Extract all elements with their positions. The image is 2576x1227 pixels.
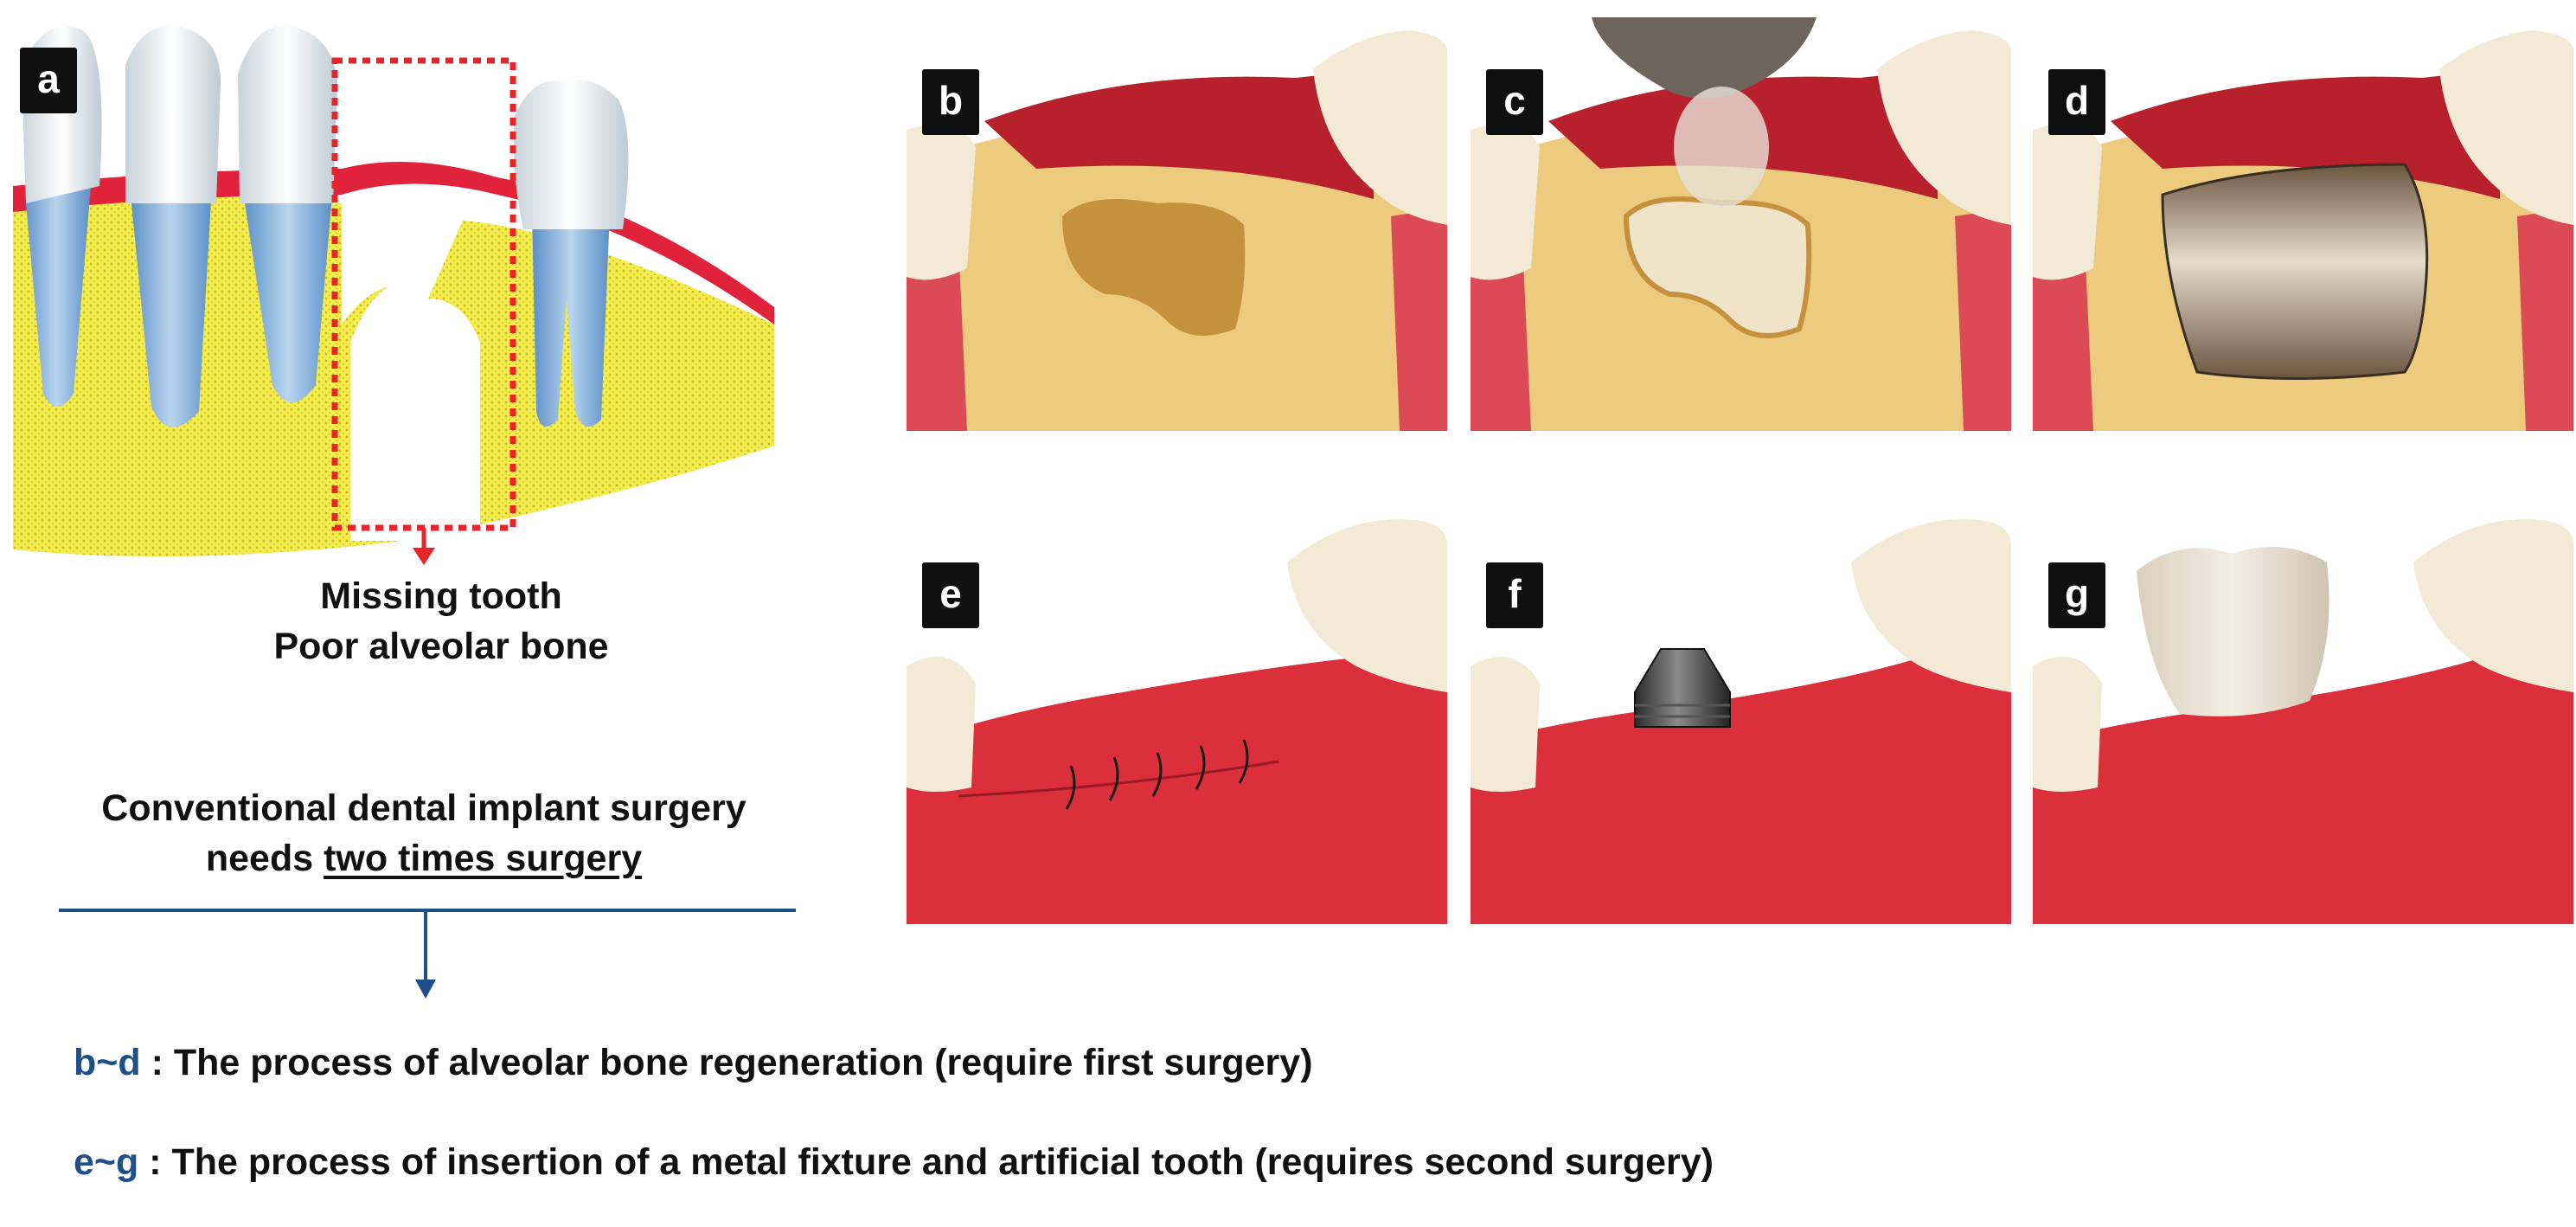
legend-text-b-d: : The process of alveolar bone regenerat…: [140, 1042, 1313, 1083]
bone-defect-exposed: [907, 17, 1447, 431]
panel-a-caption: Missing tooth Poor alveolar bone: [173, 571, 709, 671]
bone-graft-application: [1471, 17, 2011, 431]
red-arrow-head: [413, 548, 435, 565]
panel-label-f: f: [1486, 562, 1543, 628]
panel-a-illustration: a: [13, 13, 783, 567]
panel-label-e: e: [922, 562, 979, 628]
graft-applicator-nozzle: [1592, 17, 1817, 99]
conventional-line-2-prefix: needs: [205, 838, 324, 879]
panel-g-illustration: g: [2033, 511, 2573, 924]
legend-e-g: e~g : The process of insertion of a meta…: [74, 1138, 1714, 1186]
panel-c-illustration: c: [1471, 17, 2011, 431]
metal-fixture-inserted: [1471, 511, 2011, 924]
sutured-gum-healing: [907, 511, 1447, 924]
panel-f-illustration: f: [1471, 511, 2011, 924]
navy-divider-arrow: [59, 909, 796, 999]
caption-missing-tooth: Missing tooth: [320, 575, 562, 617]
legend-key-e-g: e~g: [74, 1141, 139, 1183]
suture-2: [1108, 756, 1119, 801]
suture-5: [1238, 739, 1249, 784]
jaw-cross-section-missing-tooth: [13, 25, 774, 565]
legend-b-d: b~d : The process of alveolar bone regen…: [74, 1038, 1313, 1087]
suture-4: [1195, 745, 1206, 790]
panel-b-illustration: b: [907, 17, 1447, 431]
membrane-covering-graft: [2033, 17, 2573, 431]
bone-defect-cavity: [1062, 199, 1246, 336]
implant-abutment: [1634, 648, 1731, 728]
artificial-crown: [2137, 547, 2329, 716]
panel-label-b: b: [922, 69, 979, 135]
panel-label-c: c: [1486, 69, 1543, 135]
conventional-line-2: needs two times surgery: [52, 833, 796, 883]
legend-text-e-g: : The process of insertion of a metal fi…: [138, 1141, 1714, 1183]
graft-powder-spray: [1674, 87, 1769, 208]
panel-label-a: a: [20, 48, 77, 113]
caption-poor-alveolar-bone: Poor alveolar bone: [273, 626, 609, 667]
legend-key-b-d: b~d: [74, 1042, 141, 1083]
barrier-membrane: [2161, 163, 2429, 380]
conventional-line-1: Conventional dental implant surgery: [101, 787, 747, 829]
panel-d-illustration: d: [2033, 17, 2573, 431]
panel-e-illustration: e: [907, 511, 1447, 924]
suture-1: [1065, 765, 1076, 810]
panel-label-d: d: [2048, 69, 2105, 135]
two-times-surgery-underlined: two times surgery: [324, 838, 643, 879]
panel-label-g: g: [2048, 562, 2105, 628]
artificial-tooth-placed: [2033, 511, 2573, 924]
navy-arrow-head: [415, 980, 436, 999]
suture-3: [1151, 752, 1163, 797]
conventional-surgery-note: Conventional dental implant surgery need…: [52, 783, 796, 883]
